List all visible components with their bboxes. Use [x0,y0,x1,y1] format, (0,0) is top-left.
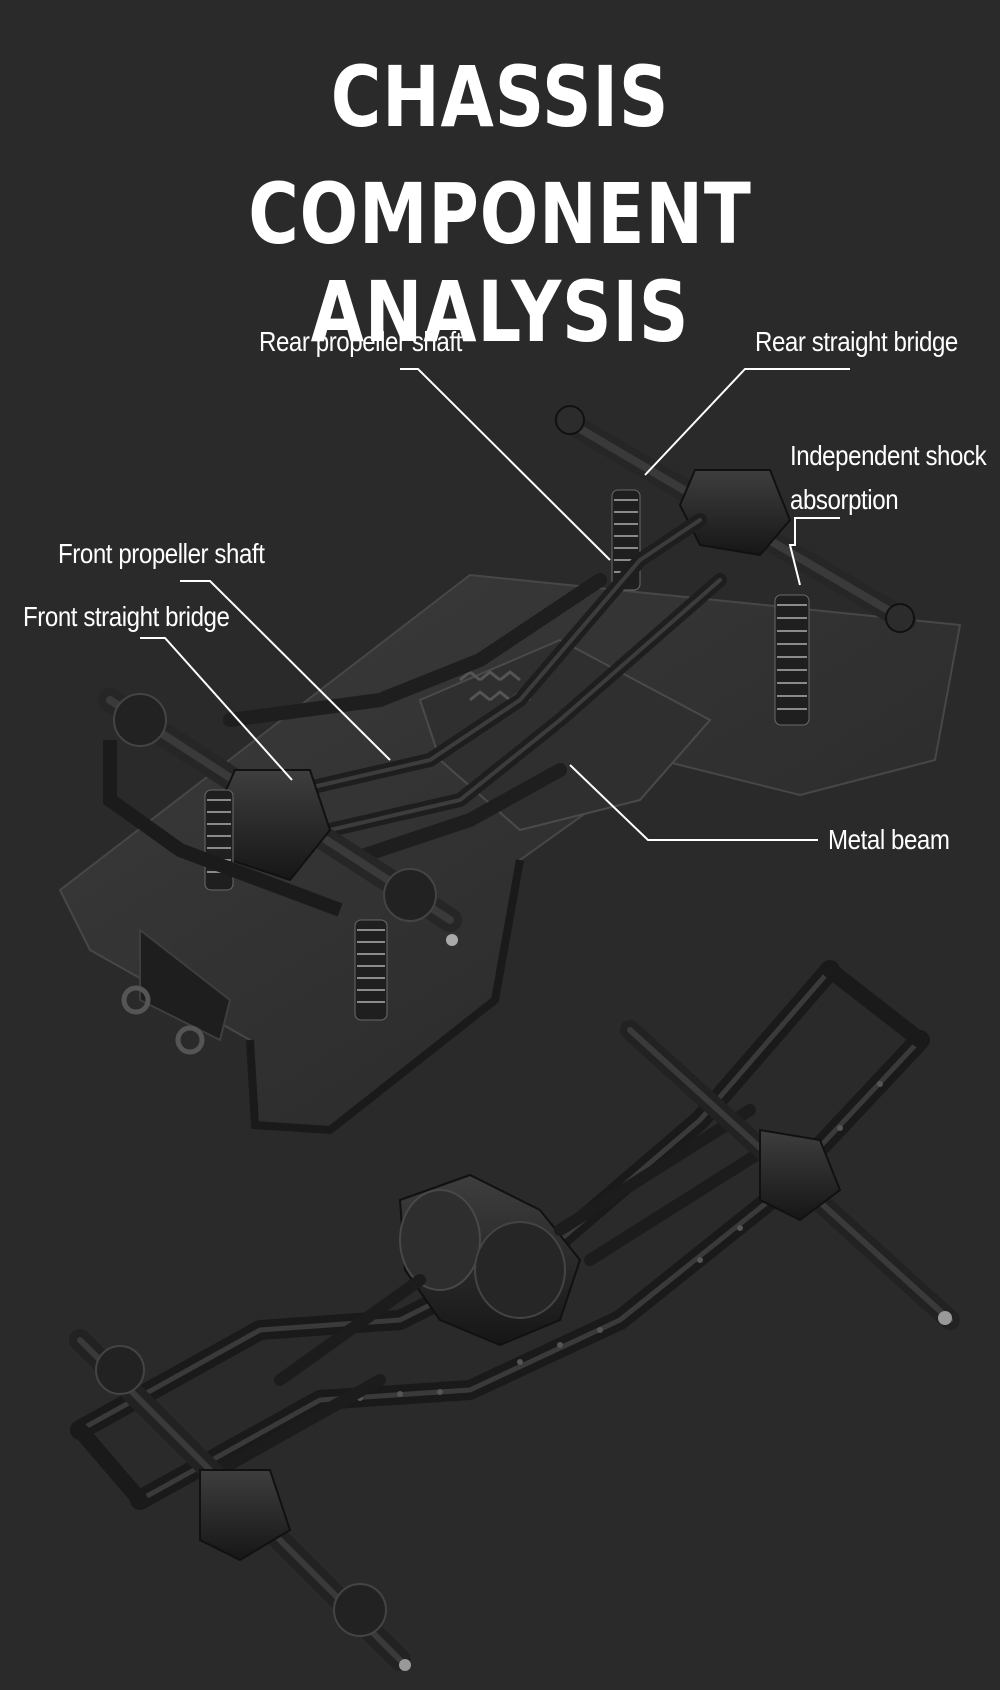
title-line-1: CHASSIS [330,48,670,146]
propeller-shaft-highlights [298,518,722,832]
rear-axle [554,405,916,633]
label-rear-propeller-shaft: Rear propeller shaft [259,326,462,357]
bottom-links [214,1104,786,1476]
front-axle [98,688,462,946]
bottom-front-axle [69,1329,411,1671]
label-independent-shock-line2: absorption [790,484,899,515]
title-line-2: COMPONENT ANALYSIS [248,165,752,361]
leader-metal-beam [569,764,818,841]
label-independent-shock-line1: Independent shock [790,440,987,471]
leader-front-straight-bridge [140,637,293,781]
top-chassis-assembly [58,405,962,1135]
skid-plate-edge [246,859,524,1135]
leader-rear-propeller-shaft [400,368,611,561]
bottom-rear-axle [620,1020,960,1330]
gearbox [398,1173,582,1347]
front-shock-right [354,919,388,1021]
leader-independent-shock [788,517,840,586]
leader-front-propeller-shaft [180,580,391,761]
bottom-chassis-assembly [69,960,960,1671]
rear-shock-right [774,594,810,726]
label-rear-straight-bridge: Rear straight bridge [755,326,958,357]
label-metal-beam: Metal beam [828,824,950,855]
label-front-straight-bridge: Front straight bridge [23,601,230,632]
label-front-propeller-shaft: Front propeller shaft [58,538,265,569]
leader-rear-straight-bridge [644,368,850,476]
leader-lines [140,368,850,841]
front-bumper [103,740,343,1055]
